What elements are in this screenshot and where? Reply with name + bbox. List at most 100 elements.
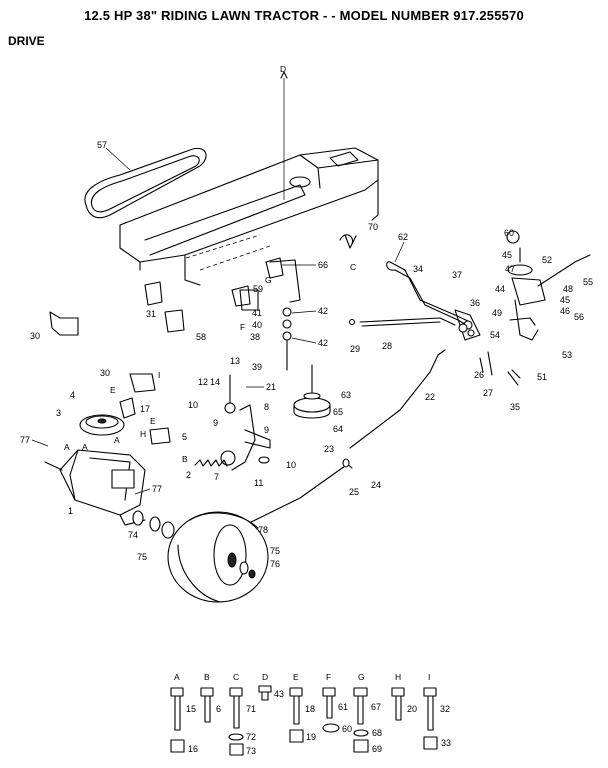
hw-washer-c: 72 (246, 732, 256, 742)
bracket-58[interactable] (164, 309, 185, 333)
callout-24: 24 (371, 480, 381, 490)
callout-36: 36 (470, 298, 480, 308)
bracket-30b[interactable] (129, 373, 156, 393)
callout-49: 49 (492, 308, 502, 318)
arrow-icon (280, 71, 288, 79)
callout-57: 57 (97, 140, 107, 150)
pin-27 (487, 351, 493, 376)
transaxle-icon[interactable] (44, 449, 146, 526)
center-bracket[interactable] (239, 259, 301, 371)
bracket-70 (344, 234, 357, 249)
washer-icon (228, 733, 244, 741)
callout-10b: 10 (286, 460, 296, 470)
nut-icon (423, 736, 438, 750)
callout-39: 39 (252, 362, 262, 372)
callout-21: 21 (266, 382, 276, 392)
callout-4: 4 (70, 390, 75, 400)
callout-9a: 9 (213, 418, 218, 428)
callout-74: 74 (128, 530, 138, 540)
hw-letter-d: D (262, 672, 268, 682)
hw-nut-g: 69 (372, 744, 382, 754)
washer-75b (161, 521, 175, 539)
callout-60: 60 (504, 228, 514, 238)
callout-29: 29 (350, 344, 360, 354)
callout-1: 1 (68, 506, 73, 516)
callout-34: 34 (413, 264, 423, 274)
callout-27: 27 (483, 388, 493, 398)
hw-letter-f: F (326, 672, 331, 682)
callout-46: 46 (560, 306, 570, 316)
callout-2: 2 (186, 470, 191, 480)
callout-45b: 45 (560, 295, 570, 305)
callout-13: 13 (230, 356, 240, 366)
callout-40: 40 (252, 320, 262, 330)
transaxle-pulley-icon[interactable] (79, 414, 125, 436)
page-title: 12.5 HP 38" RIDING LAWN TRACTOR - - MODE… (84, 8, 524, 23)
callout-62: 62 (398, 232, 408, 242)
hw-letter-i: I (428, 672, 430, 682)
bracket-59[interactable] (231, 285, 251, 307)
callout-g: G (265, 275, 272, 285)
hw-washer-f: 60 (342, 724, 352, 734)
bracket-17[interactable] (119, 397, 136, 419)
callout-labels: 57 D 70 C 62 66 34 37 60 45 52 47 55 48 … (20, 64, 593, 569)
bracket-5[interactable] (149, 427, 171, 445)
hw-bolt-c: 71 (246, 704, 256, 714)
hw-nut-i: 33 (441, 738, 451, 748)
callout-11: 11 (254, 478, 263, 488)
bolt-icon (200, 687, 214, 723)
callout-44: 44 (495, 284, 505, 294)
callout-9b: 9 (264, 425, 269, 435)
idler-arm[interactable] (220, 374, 271, 471)
callout-76: 76 (270, 559, 280, 569)
bracket-30[interactable] (49, 311, 79, 336)
hw-letter-g: G (358, 672, 365, 682)
rod-25[interactable] (244, 465, 346, 526)
pulley-icon[interactable] (293, 364, 331, 419)
hw-bolt-a: 15 (186, 704, 196, 714)
callout-45a: 45 (502, 250, 512, 260)
callout-54: 54 (490, 330, 500, 340)
clips-35 (507, 369, 521, 386)
callout-78: 78 (258, 525, 268, 535)
brake-rod[interactable] (359, 317, 456, 326)
callout-28: 28 (382, 341, 392, 351)
bolt-icon (322, 687, 336, 719)
callout-f: F (240, 322, 245, 332)
washer-icon (258, 456, 270, 464)
callout-47: 47 (505, 264, 515, 274)
callout-a1: A (64, 442, 70, 452)
callout-eb: E (150, 416, 156, 426)
hw-bolt-d: 43 (274, 689, 284, 699)
callout-77b: 77 (152, 484, 162, 494)
clip-29 (348, 318, 356, 326)
drive-belt-icon[interactable] (84, 148, 207, 219)
callout-5: 5 (182, 432, 187, 442)
hw-bolt-i: 32 (440, 704, 450, 714)
bolt-icon (258, 685, 272, 701)
callout-8: 8 (264, 402, 269, 412)
bracket-31[interactable] (144, 281, 163, 306)
callout-64: 64 (333, 424, 343, 434)
callout-h: H (140, 429, 146, 439)
callout-77a: 77 (20, 435, 30, 445)
callout-31: 31 (146, 309, 156, 319)
hw-bolt-h: 20 (407, 704, 417, 714)
bracket-66[interactable] (265, 257, 284, 279)
hw-letter-e: E (293, 672, 299, 682)
callout-75a: 75 (137, 552, 147, 562)
rod-22[interactable] (349, 349, 446, 449)
control-lever-assembly[interactable] (506, 230, 591, 341)
pin-26 (479, 357, 484, 373)
callout-52: 52 (542, 255, 552, 265)
callout-23: 23 (324, 444, 334, 454)
washer-74 (132, 510, 144, 526)
callout-14: 14 (210, 377, 220, 387)
washer-36 (458, 323, 468, 333)
callout-d: D (280, 64, 286, 74)
callout-41: 41 (252, 308, 262, 318)
callout-53: 53 (562, 350, 572, 360)
callout-42a: 42 (318, 306, 328, 316)
wheel-icon[interactable] (167, 511, 269, 603)
